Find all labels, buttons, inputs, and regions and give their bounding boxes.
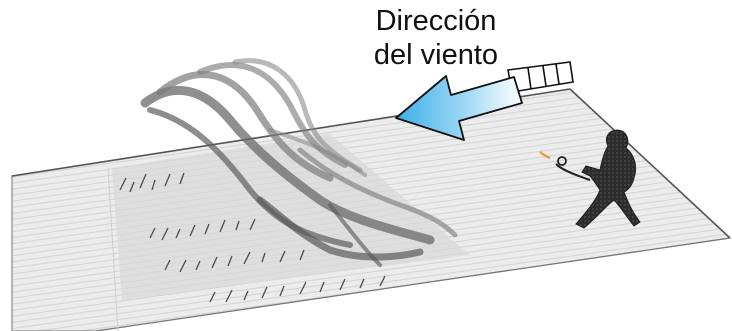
wind-label-line-2: del viento (336, 38, 536, 72)
wind-label-line-1: Dirección (336, 4, 536, 38)
wind-direction-label: Dirección del viento (336, 4, 536, 72)
